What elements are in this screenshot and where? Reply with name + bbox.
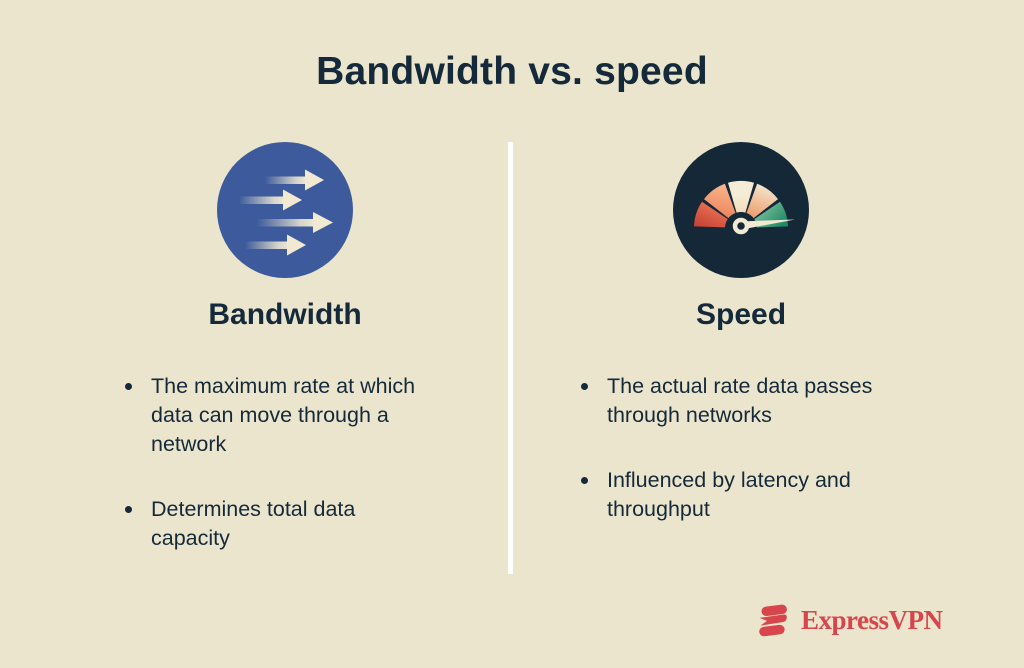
list-item: The maximum rate at which data can move … <box>125 372 491 459</box>
list-item: Influenced by latency and throughput <box>581 466 947 524</box>
list-item: The actual rate data passes through netw… <box>581 372 947 430</box>
bandwidth-bullet-list: The maximum rate at which data can move … <box>125 372 491 553</box>
brand-wordmark: ExpressVPN <box>801 604 943 635</box>
bullet-dot <box>125 506 132 513</box>
bullet-text: The maximum rate at which data can move … <box>151 374 416 456</box>
fast-arrows-icon <box>217 142 353 278</box>
bullet-dot <box>581 477 588 484</box>
expressvpn-flash-icon <box>759 604 787 637</box>
vertical-divider <box>508 142 513 574</box>
speed-column: Speed The actual rate data passes throug… <box>541 142 941 521</box>
bullet-text: Influenced by latency and throughput <box>607 468 851 521</box>
brand-logo: ExpressVPN <box>756 600 943 640</box>
bandwidth-heading: Bandwidth <box>208 298 362 331</box>
speed-bullet-list: The actual rate data passes through netw… <box>581 372 947 524</box>
bullet-text: Determines total data capacity <box>151 497 356 550</box>
bandwidth-column: Bandwidth The maximum rate at which data… <box>85 142 485 550</box>
speed-heading: Speed <box>695 298 787 331</box>
bullet-dot <box>125 383 132 390</box>
bullet-dot <box>581 383 588 390</box>
speedometer-icon <box>673 142 809 278</box>
bullet-text: The actual rate data passes through netw… <box>607 374 873 427</box>
list-item: Determines total data capacity <box>125 495 491 553</box>
page-title: Bandwidth vs. speed <box>316 50 708 93</box>
